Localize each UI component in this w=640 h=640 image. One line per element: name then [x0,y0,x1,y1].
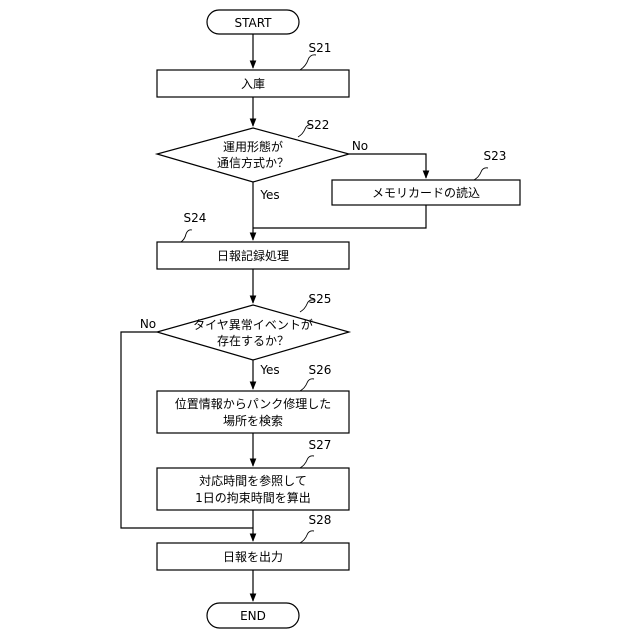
s22-yes-label: Yes [259,188,279,202]
end-label: END [240,609,266,623]
s25-line2: 存在するか？ [217,334,289,348]
step-s24: 日報記録処理 [157,242,349,269]
step-s28: 日報を出力 [157,543,349,570]
s26-line1: 位置情報からパンク修理した [175,396,332,411]
s24-id: S24 [184,211,207,225]
s26-line2: 場所を検索 [223,414,283,428]
s21-text: 入庫 [241,77,265,91]
s28-leader [300,531,314,543]
s23-leader [474,168,488,180]
s24-text: 日報記録処理 [217,248,289,263]
s25-yes-label: Yes [259,363,279,377]
start-terminal: START [207,10,299,34]
s26-id: S26 [309,363,332,377]
s27-id: S27 [309,438,332,452]
s27-leader [300,456,314,468]
s25-id: S25 [309,292,332,306]
line-s23-merge [253,205,426,228]
end-terminal: END [207,603,299,628]
decision-s22: 運用形態が 通信方式か？ [157,128,349,182]
s22-no-label: No [352,139,368,153]
step-s21: 入庫 [157,70,349,97]
arrow-s22-no [349,154,426,178]
decision-s25: タイヤ異常イベントが 存在するか？ [157,305,349,360]
s22-line1: 運用形態が [223,139,283,154]
s27-line2: 1日の拘束時間を算出 [195,490,311,505]
s28-text: 日報を出力 [223,550,283,564]
s21-id: S21 [309,41,332,55]
s27-line1: 対応時間を参照して [199,473,307,488]
step-s27: 対応時間を参照して 1日の拘束時間を算出 [157,468,349,510]
s25-line1: タイヤ異常イベントが [193,317,313,332]
step-s23: メモリカードの読込 [332,180,520,205]
s21-leader [300,55,316,70]
step-s26: 位置情報からパンク修理した 場所を検索 [157,391,349,433]
s26-leader [300,379,314,391]
s23-id: S23 [484,149,507,163]
s22-line2: 通信方式か？ [217,155,289,170]
s25-no-label: No [140,317,156,331]
s24-leader [181,230,192,242]
s28-id: S28 [309,513,332,527]
start-label: START [234,16,272,30]
s23-text: メモリカードの読込 [372,185,480,200]
